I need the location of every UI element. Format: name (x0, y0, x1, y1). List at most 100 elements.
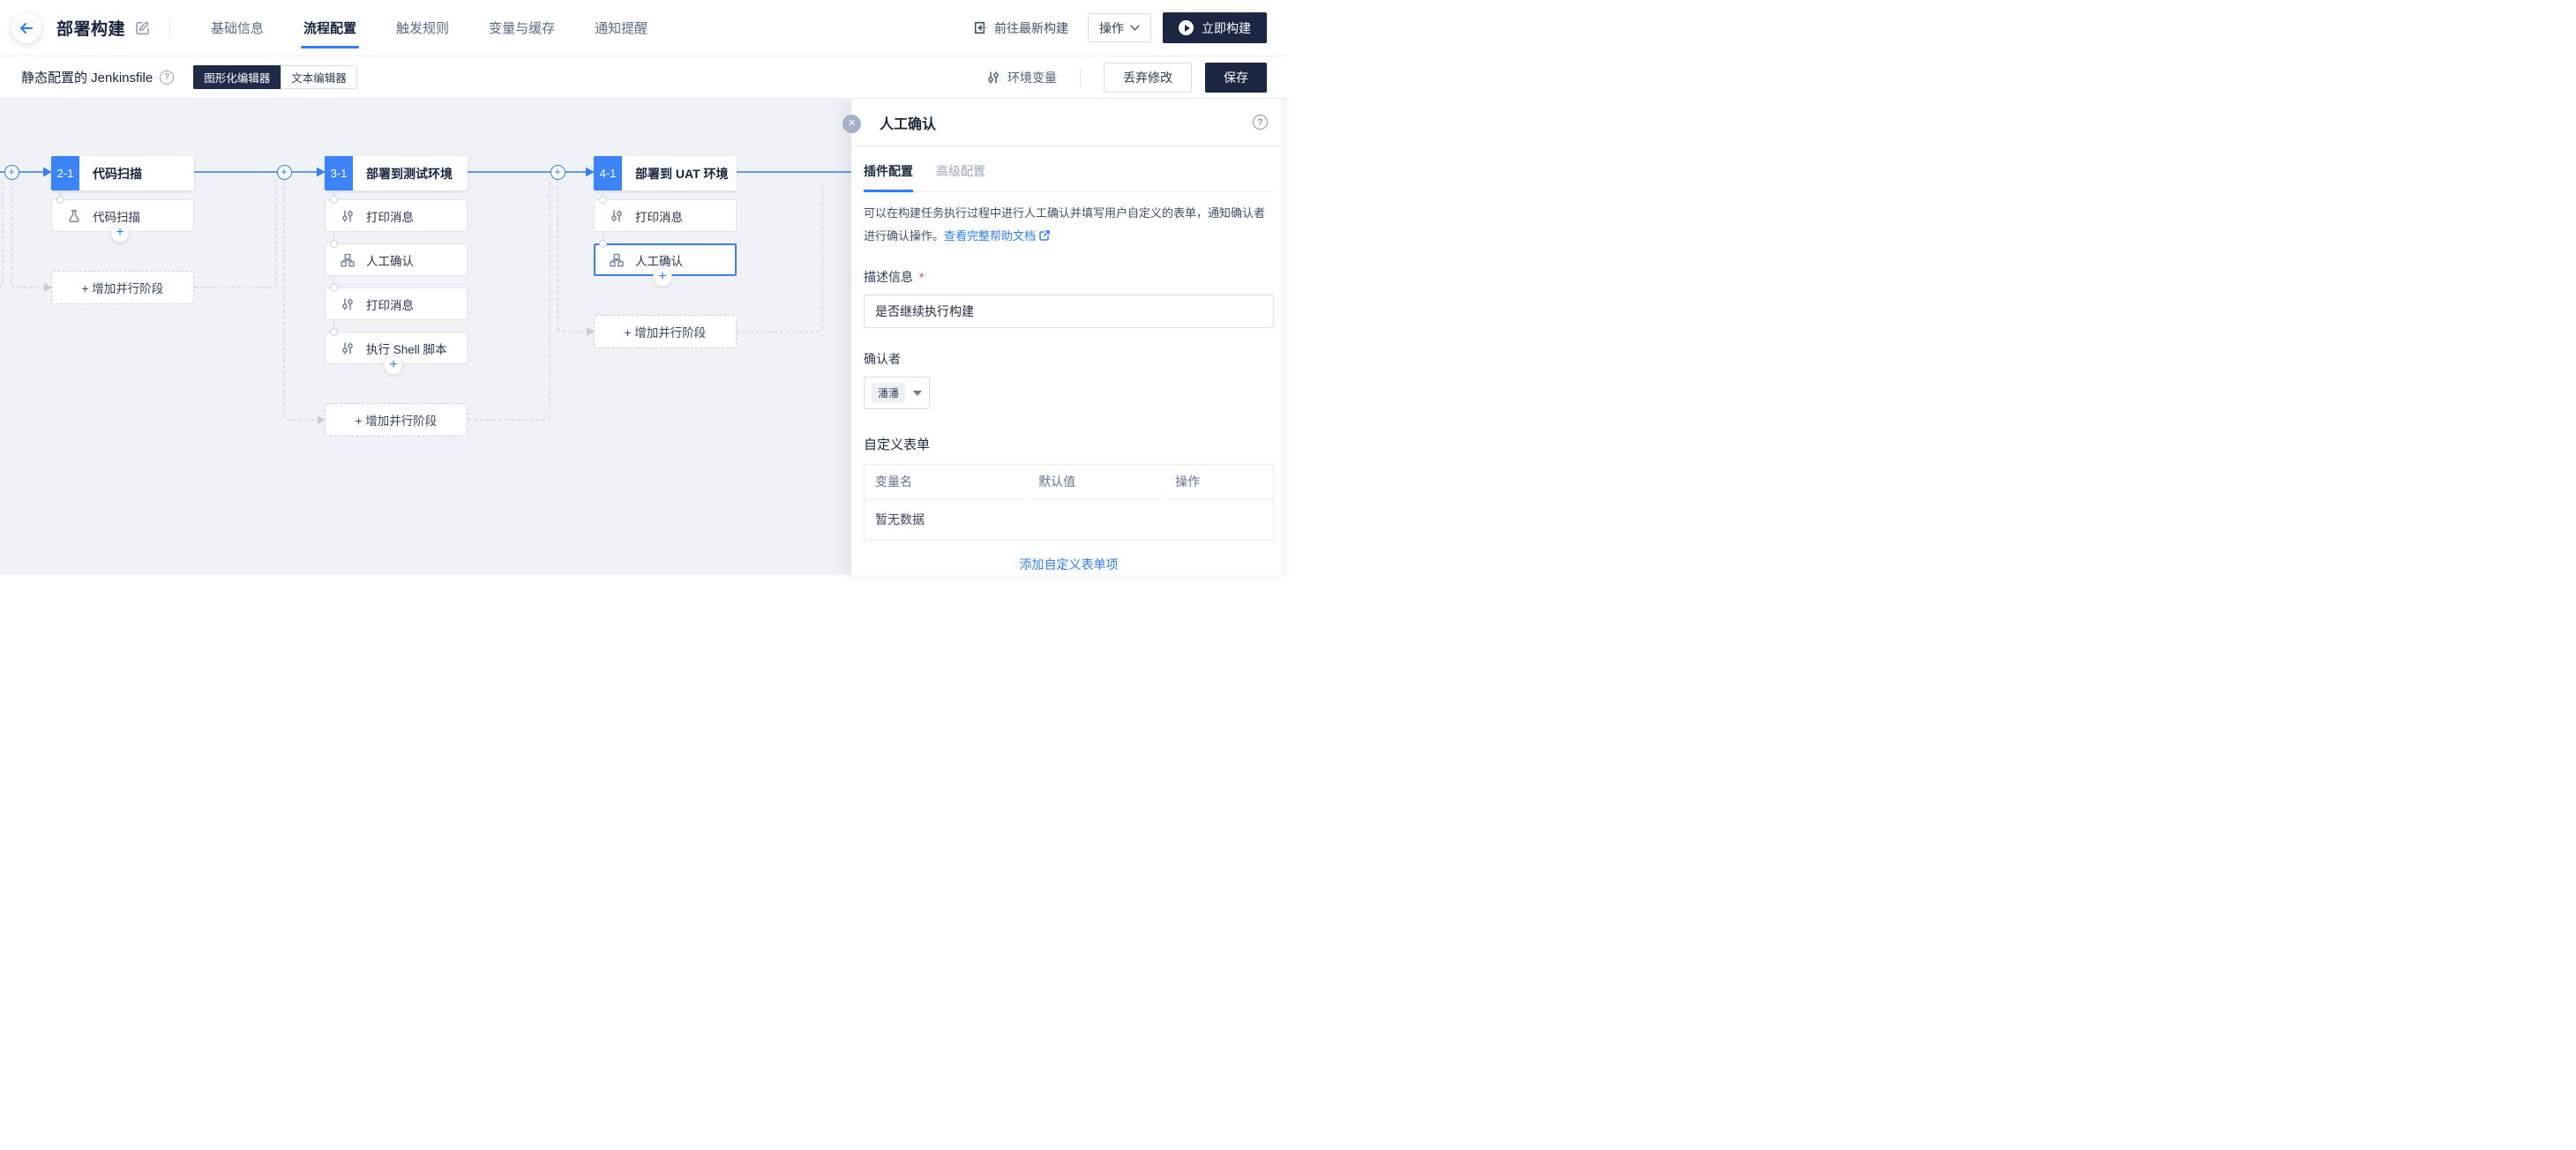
goto-build-icon (972, 20, 987, 35)
editor-mode-switch: 图形化编辑器 文本编辑器 (193, 65, 357, 89)
node-label: 人工确认 (366, 254, 414, 268)
tab-trigger-rules[interactable]: 触发规则 (396, 21, 450, 36)
tab-advanced-config[interactable]: 高级配置 (936, 164, 985, 178)
play-icon (1179, 20, 1194, 35)
toolbar-actions: 环境变量 丢弃修改 保存 (986, 62, 1267, 93)
toolbar-divider (1080, 68, 1081, 86)
required-asterisk: * (919, 270, 925, 284)
goto-latest-build-link[interactable]: 前往最新构建 (972, 19, 1068, 37)
sliders-icon (341, 209, 355, 223)
chevron-down-icon (1130, 25, 1140, 31)
node-junction-dot (56, 195, 64, 204)
pipeline-node[interactable]: 打印消息 (594, 199, 737, 232)
add-parallel-stage-button[interactable]: + 增加并行阶段 (325, 403, 468, 437)
add-parallel-stage-button[interactable]: + 增加并行阶段 (594, 315, 737, 348)
pipeline-node[interactable]: 打印消息 (325, 199, 468, 232)
node-junction-dot (329, 327, 338, 336)
header-actions: 前往最新构建 操作 立即构建 (972, 12, 1267, 43)
node-label: 人工确认 (635, 254, 683, 268)
node-junction-dot (598, 239, 607, 248)
text-editor-button[interactable]: 文本编辑器 (281, 65, 357, 89)
panel-tabs: 插件配置 高级配置 (864, 146, 1274, 192)
sliders-icon (986, 71, 1000, 85)
flask-icon (67, 209, 81, 223)
node-label: 执行 Shell 脚本 (366, 342, 447, 356)
discard-changes-button[interactable]: 丢弃修改 (1104, 62, 1192, 93)
close-panel-button[interactable]: ✕ (842, 115, 861, 133)
back-arrow-icon (19, 22, 34, 34)
add-stage-button[interactable]: + (276, 164, 292, 180)
org-icon (341, 253, 355, 267)
col-default-value: 默认值 (1025, 465, 1165, 500)
add-stage-button[interactable]: + (4, 164, 19, 180)
add-step-button[interactable]: + (653, 267, 672, 287)
top-nav: 基础信息 流程配置 触发规则 变量与缓存 通知提醒 (211, 19, 648, 49)
tab-flow-config[interactable]: 流程配置 (301, 19, 360, 49)
table-header-row: 变量名 默认值 操作 (865, 465, 1273, 500)
panel-scrollbar[interactable] (1282, 99, 1288, 575)
stage-header[interactable]: 3-1 部署到测试环境 (325, 156, 468, 190)
node-label: 打印消息 (366, 210, 414, 224)
confirmer-select[interactable]: 潘潘 (864, 377, 931, 409)
pipeline-node[interactable]: 代码扫描 (51, 199, 194, 232)
save-button[interactable]: 保存 (1205, 62, 1267, 93)
tab-vars-cache[interactable]: 变量与缓存 (489, 21, 556, 36)
stage-title: 代码扫描 (93, 166, 142, 181)
tab-plugin-config[interactable]: 插件配置 (864, 162, 913, 192)
table-empty-row: 暂无数据 (865, 500, 1273, 540)
graphic-editor-button[interactable]: 图形化编辑器 (193, 65, 281, 89)
panel-body: 插件配置 高级配置 可以在构建任务执行过程中进行人工确认并填写用户自定义的表单，… (851, 146, 1288, 573)
env-vars-button[interactable]: 环境变量 (986, 69, 1057, 86)
panel-title: 人工确认 (880, 116, 937, 132)
actions-dropdown-button[interactable]: 操作 (1088, 13, 1151, 42)
add-step-button[interactable]: + (110, 223, 130, 243)
external-link-icon (1038, 227, 1051, 250)
desc-field-label-row: 描述信息 * (864, 268, 1274, 286)
sliders-icon (610, 209, 624, 223)
panel-header: 人工确认 ? (851, 99, 1288, 146)
jenkinsfile-mode-label: 静态配置的 Jenkinsfile (21, 71, 154, 86)
add-parallel-stage-button[interactable]: + 增加并行阶段 (51, 271, 194, 304)
plugin-config-panel: ✕ 人工确认 ? 插件配置 高级配置 可以在构建任务执行过程中进行人工确认并填写… (842, 99, 1288, 575)
edit-title-icon[interactable] (135, 20, 150, 35)
app-window: 部署构建 基础信息 流程配置 触发规则 变量与缓存 通知提醒 前往最新构建 操作 (0, 0, 1288, 575)
stage-header[interactable]: 4-1 部署到 UAT 环境 (594, 156, 737, 190)
desc-field-label: 描述信息 (864, 270, 913, 284)
stage-badge: 3-1 (325, 156, 353, 190)
header-divider (169, 18, 171, 38)
stage-badge: 4-1 (594, 156, 622, 190)
page-title: 部署构建 (56, 20, 126, 39)
confirmer-tag: 潘潘 (872, 383, 906, 403)
stage-title: 部署到 UAT 环境 (635, 166, 729, 181)
node-label: 代码扫描 (93, 210, 140, 224)
pipeline-node[interactable]: 人工确认 (325, 243, 468, 276)
add-form-item-link[interactable]: 添加自定义表单项 (1019, 557, 1119, 571)
top-header: 部署构建 基础信息 流程配置 触发规则 变量与缓存 通知提醒 前往最新构建 操作 (0, 0, 1288, 56)
custom-form-table: 变量名 默认值 操作 暂无数据 (864, 464, 1274, 541)
back-button[interactable] (11, 12, 41, 43)
help-doc-link[interactable]: 查看完整帮助文档 (944, 229, 1051, 243)
plugin-description: 可以在构建任务执行过程中进行人工确认并填写用户自定义的表单，通知确认者进行确认操… (864, 202, 1274, 250)
sliders-icon (341, 341, 355, 355)
build-now-button[interactable]: 立即构建 (1163, 12, 1267, 43)
node-label: 打印消息 (366, 298, 414, 312)
tab-notifications[interactable]: 通知提醒 (595, 21, 648, 36)
stage-header[interactable]: 2-1 代码扫描 (51, 156, 194, 190)
tab-basic-info[interactable]: 基础信息 (211, 21, 265, 36)
desc-input[interactable] (864, 295, 1274, 328)
add-stage-button[interactable]: + (550, 164, 565, 180)
col-operation: 操作 (1162, 465, 1273, 500)
dropdown-caret-icon (913, 390, 923, 396)
stage-badge: 2-1 (51, 156, 79, 190)
confirmer-label: 确认者 (864, 352, 901, 366)
add-step-button[interactable]: + (384, 355, 403, 375)
stage-title: 部署到测试环境 (366, 166, 453, 181)
panel-help-icon[interactable]: ? (1253, 115, 1268, 130)
node-junction-dot (329, 239, 338, 248)
pipeline-node[interactable]: 打印消息 (325, 288, 468, 320)
node-junction-dot (329, 195, 338, 204)
node-junction-dot (598, 195, 607, 204)
jenkinsfile-help-icon[interactable]: ? (160, 70, 175, 85)
